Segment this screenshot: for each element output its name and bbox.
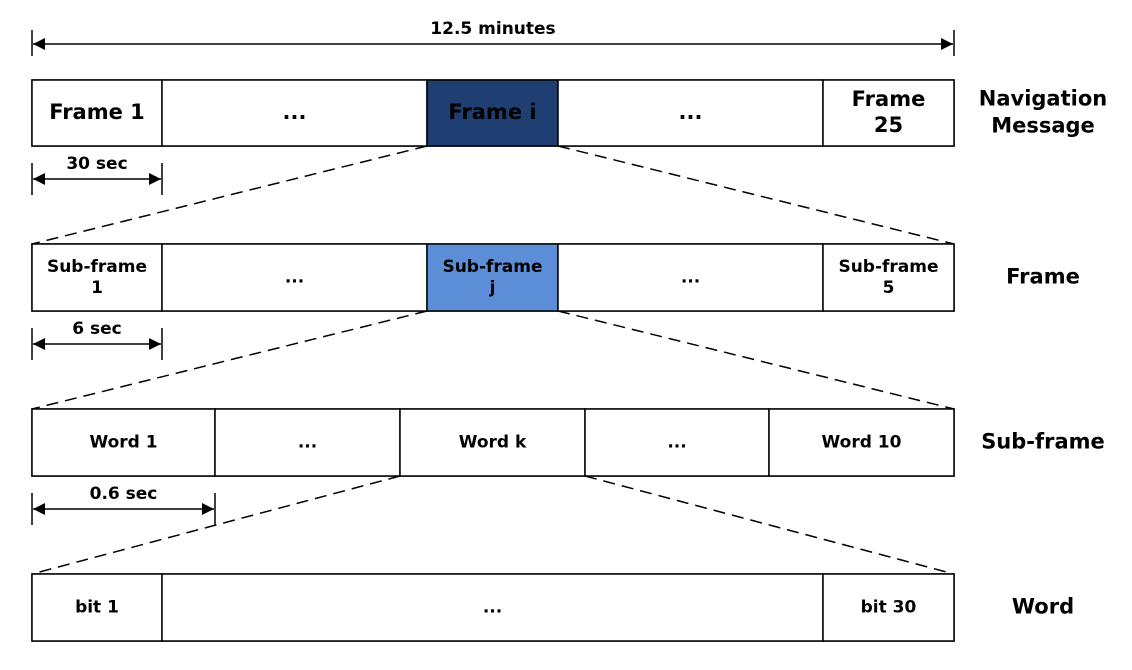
word-cell-1: [31, 573, 163, 642]
word-cell-2-label: ...: [483, 598, 502, 618]
subframe-cell-2: [214, 408, 401, 477]
frame-cell-1-label: Sub-frame: [47, 257, 147, 277]
frame-cell-3-label: Sub-frame: [442, 257, 542, 277]
zoom-connector-right-2: [557, 310, 955, 410]
subframe-cell-3: [399, 408, 586, 477]
navigation-cell-1-label: Frame 1: [49, 100, 145, 124]
subframe-cell-5: [768, 408, 955, 477]
navigation-side-label: Message: [991, 114, 1095, 138]
frame-cell-3-label: j: [489, 278, 496, 298]
navigation-cell-5-label: 25: [874, 113, 903, 137]
frame-cell-5: [822, 243, 955, 312]
frame-side-label: Frame: [1006, 265, 1080, 289]
zoom-connector-right-3: [584, 475, 955, 575]
navigation-cell-4: [557, 79, 824, 147]
frame-cell-3: [426, 243, 559, 312]
navigation-cell-5-label: Frame: [852, 87, 926, 111]
frame-cell-5-label: Sub-frame: [838, 257, 938, 277]
navigation-cell-5: [822, 79, 955, 147]
frame-cell-4: [557, 243, 824, 312]
word-side-label: Word: [1012, 595, 1074, 619]
word-cell-2: [161, 573, 824, 642]
subframe-side-label: Sub-frame: [981, 430, 1105, 454]
frame-duration-label: 6 sec: [72, 319, 121, 339]
navigation-cell-3: [426, 79, 559, 147]
navigation-cell-2-label: ...: [283, 100, 307, 124]
subframe-cell-4-label: ...: [667, 433, 686, 453]
frame-cell-1-label: 1: [91, 278, 103, 298]
word-cell-1-label: bit 1: [75, 598, 119, 618]
navigation-cell-1: [31, 79, 163, 147]
subframe-cell-1: [31, 408, 216, 477]
subframe-cell-3-label: Word k: [459, 433, 527, 453]
word-cell-3: [822, 573, 955, 642]
navigation-side-label: Navigation: [979, 87, 1107, 111]
frame-cell-2-label: ...: [285, 268, 304, 288]
zoom-connector-left-1: [31, 145, 428, 245]
navigation-cell-4-label: ...: [679, 100, 703, 124]
frame-cell-1: [31, 243, 163, 312]
subframe-cell-2-label: ...: [298, 433, 317, 453]
frame-cell-2: [161, 243, 428, 312]
frame-cell-5-label: 5: [883, 278, 895, 298]
word-cell-3-label: bit 30: [861, 598, 917, 618]
subframe-cell-1-label: Word 1: [89, 433, 157, 453]
zoom-connector-left-2: [31, 310, 428, 410]
subframe-cell-4: [584, 408, 770, 477]
subframe-duration-label: 0.6 sec: [90, 484, 158, 504]
zoom-connector-left-3: [31, 475, 401, 575]
navigation-cell-2: [161, 79, 428, 147]
navigation-cell-3-label: Frame i: [448, 100, 536, 124]
frame-cell-4-label: ...: [681, 268, 700, 288]
zoom-connector-right-1: [557, 145, 955, 245]
navigation-duration-label: 30 sec: [66, 154, 127, 174]
subframe-cell-5-label: Word 10: [822, 433, 902, 453]
span-label: 12.5 minutes: [430, 19, 555, 39]
